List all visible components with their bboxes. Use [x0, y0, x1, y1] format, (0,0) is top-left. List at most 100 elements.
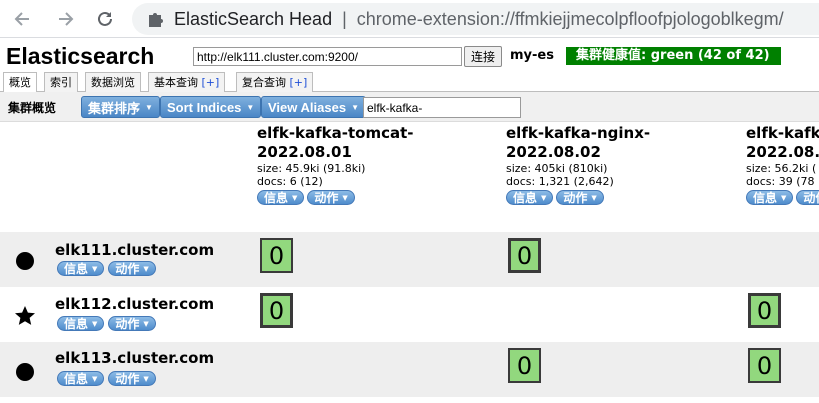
- shard[interactable]: 0: [748, 293, 781, 328]
- browser-toolbar: ElasticSearch Head | chrome-extension://…: [0, 0, 819, 38]
- app-title: Elasticsearch: [6, 43, 155, 69]
- index-docs: docs: 39 (78: [746, 175, 815, 188]
- address-separator: |: [342, 8, 347, 29]
- button-label: 动作: [115, 372, 140, 386]
- address-url: chrome-extension://ffmkiejjmecolpfloofpj…: [356, 8, 784, 29]
- tab-label: 复合查询: [242, 76, 286, 89]
- node-name: elk112.cluster.com: [55, 295, 215, 313]
- arrow-right-icon: [59, 12, 74, 26]
- caret-down-icon: ▼: [591, 193, 597, 202]
- caret-down-icon: ▼: [342, 193, 348, 202]
- tab-add[interactable]: [+]: [289, 76, 308, 89]
- node-info-button[interactable]: 信息▼: [57, 371, 105, 386]
- button-label: 信息: [64, 262, 89, 276]
- node-row: elk111.cluster.com 信息▼ 动作▼ 0 0: [0, 232, 819, 287]
- tab-label: 数据浏览: [91, 76, 135, 89]
- node-action-button[interactable]: 动作▼: [108, 371, 156, 386]
- node-row: elk113.cluster.com 信息▼ 动作▼ 0 0: [0, 342, 819, 397]
- node-name: elk113.cluster.com: [55, 349, 215, 367]
- caret-down-icon: ▼: [246, 102, 255, 112]
- main-tabs: 概览 索引 数据浏览 基本查询 [+] 复合查询 [+]: [0, 70, 819, 93]
- arrow-left-icon: [14, 12, 29, 26]
- caret-down-icon: ▼: [143, 264, 149, 273]
- back-button[interactable]: [10, 6, 36, 32]
- circle-icon: [16, 363, 34, 381]
- index-info-button[interactable]: 信息▼: [257, 190, 305, 205]
- puzzle-icon: [149, 13, 163, 27]
- index-header: elfk-kafka-nginx- 2022.08.02 size: 405ki…: [506, 124, 746, 205]
- cluster-health-badge: 集群健康值: green (42 of 42): [566, 47, 781, 65]
- caret-down-icon: ▼: [351, 102, 359, 112]
- tab-indices[interactable]: 索引: [44, 72, 78, 92]
- shard[interactable]: 0: [260, 238, 293, 273]
- index-size: size: 56.2ki (: [746, 162, 817, 175]
- index-docs: docs: 1,321 (2,642): [506, 175, 614, 188]
- node-row: elk112.cluster.com 信息▼ 动作▼ 0 0: [0, 287, 819, 342]
- caret-down-icon: ▼: [92, 264, 98, 273]
- index-action-button[interactable]: 动作▼: [556, 190, 604, 205]
- shard[interactable]: 0: [260, 293, 293, 328]
- index-action-button[interactable]: 动作▼: [307, 190, 355, 205]
- caret-down-icon: ▼: [781, 193, 787, 202]
- star-icon: [15, 306, 35, 325]
- button-label: 信息: [513, 191, 538, 205]
- caret-down-icon: ▼: [92, 374, 98, 383]
- view-aliases-button[interactable]: View Aliases ▼: [261, 96, 366, 118]
- index-size: size: 405ki (810ki): [506, 162, 608, 175]
- index-name: elfk-kafka-nginx- 2022.08.02: [506, 124, 651, 161]
- node-name: elk111.cluster.com: [55, 241, 215, 259]
- forward-button[interactable]: [52, 6, 78, 32]
- button-label: 动作: [115, 262, 140, 276]
- index-name: elfk-kafka-tomcat- 2022.08.01: [257, 124, 414, 161]
- button-label: 动作: [115, 317, 140, 331]
- tab-overview[interactable]: 概览: [3, 72, 37, 93]
- caret-down-icon: ▼: [143, 319, 149, 328]
- connect-button[interactable]: 连接: [464, 46, 502, 67]
- node-action-button[interactable]: 动作▼: [108, 316, 156, 331]
- tab-label: 索引: [50, 76, 72, 89]
- shard[interactable]: 0: [508, 238, 541, 273]
- tab-label: 基本查询: [154, 76, 198, 89]
- index-info-button[interactable]: 信息▼: [506, 190, 554, 205]
- button-label: 信息: [264, 191, 289, 205]
- button-label: 动作: [563, 191, 588, 205]
- button-label: 动作: [803, 191, 819, 205]
- button-label: 信息: [753, 191, 778, 205]
- caret-down-icon: ▼: [145, 102, 153, 112]
- shard[interactable]: 0: [748, 348, 781, 383]
- address-bar[interactable]: ElasticSearch Head | chrome-extension://…: [132, 3, 819, 35]
- button-label: View Aliases: [268, 99, 347, 115]
- node-action-button[interactable]: 动作▼: [108, 261, 156, 276]
- tab-basic-query[interactable]: 基本查询 [+]: [148, 72, 226, 92]
- tab-compound-query[interactable]: 复合查询 [+]: [236, 72, 314, 92]
- tab-add[interactable]: [+]: [201, 76, 220, 89]
- reload-button[interactable]: [92, 6, 118, 32]
- sort-cluster-button[interactable]: 集群排序 ▼: [81, 96, 160, 118]
- reload-icon: [98, 11, 112, 26]
- overview-label: 集群概览: [8, 101, 57, 115]
- button-label: 信息: [64, 372, 89, 386]
- node-info-button[interactable]: 信息▼: [57, 316, 105, 331]
- circle-icon: [16, 252, 34, 270]
- tab-browser[interactable]: 数据浏览: [85, 72, 141, 92]
- caret-down-icon: ▼: [92, 319, 98, 328]
- sort-indices-button[interactable]: Sort Indices ▼: [160, 96, 262, 118]
- index-name: elfk-kafk 2022.08.: [746, 124, 819, 161]
- extension-name: ElasticSearch Head: [174, 8, 333, 29]
- caret-down-icon: ▼: [143, 374, 149, 383]
- index-action-button[interactable]: 动作▼: [796, 190, 819, 205]
- caret-down-icon: ▼: [292, 193, 298, 202]
- button-label: Sort Indices: [167, 99, 242, 115]
- index-docs: docs: 6 (12): [257, 175, 323, 188]
- index-filter-input[interactable]: [363, 97, 521, 118]
- connect-url-input[interactable]: [193, 47, 462, 66]
- node-info-button[interactable]: 信息▼: [57, 261, 105, 276]
- index-info-button[interactable]: 信息▼: [746, 190, 794, 205]
- index-header: elfk-kafk 2022.08. size: 56.2ki ( docs: …: [746, 124, 819, 205]
- shard[interactable]: 0: [508, 348, 541, 383]
- button-label: 集群排序: [88, 100, 141, 116]
- overview-toolbar: 集群概览 集群排序 ▼ Sort Indices ▼ View Aliases ▼: [0, 92, 819, 122]
- button-label: 信息: [64, 317, 89, 331]
- index-size: size: 45.9ki (91.8ki): [257, 162, 366, 175]
